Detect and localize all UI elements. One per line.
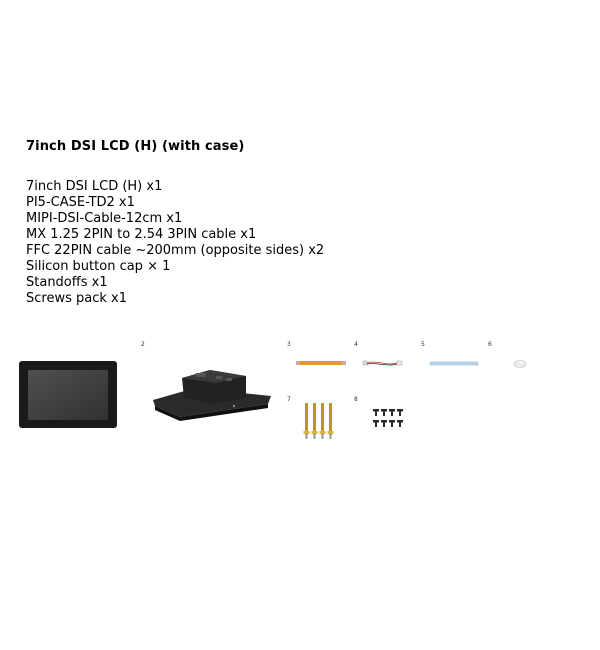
screws-image [373,409,403,427]
standoffs-image [303,403,334,439]
page-title: 7inch DSI LCD (H) (with case) [26,139,245,154]
list-item: Screws pack x1 [26,291,127,306]
item-number-label: 3 [287,341,291,348]
case-image [153,370,271,421]
list-item: FFC 22PIN cable ~200mm (opposite sides) … [26,243,325,258]
lcd-display-image [19,361,117,428]
list-item: MX 1.25 2PIN to 2.54 3PIN cable x1 [26,227,257,242]
item-number-label: 6 [488,341,492,348]
item-number-label: 8 [354,396,358,403]
list-item: PI5-CASE-TD2 x1 [26,195,135,210]
button-cap-image [513,360,527,368]
item-number-label: 7 [287,396,291,403]
package-contents-figure: 2 3 4 5 6 7 [19,341,527,439]
list-item: 7inch DSI LCD (H) x1 [26,179,163,194]
item-number-label: 2 [141,341,145,348]
item-number-label: 5 [421,341,425,348]
list-item: MIPI-DSI-Cable-12cm x1 [26,211,183,226]
wire-cable-image [362,360,403,366]
item-number-label: 4 [354,341,358,348]
ffc-cable-image [429,361,479,366]
list-item: Silicon button cap × 1 [26,259,171,274]
mipi-dsi-cable-image [296,361,346,365]
list-item: Standoffs x1 [26,275,108,290]
package-content-list: 7inch DSI LCD (H) x1 PI5-CASE-TD2 x1 MIP… [26,179,324,307]
